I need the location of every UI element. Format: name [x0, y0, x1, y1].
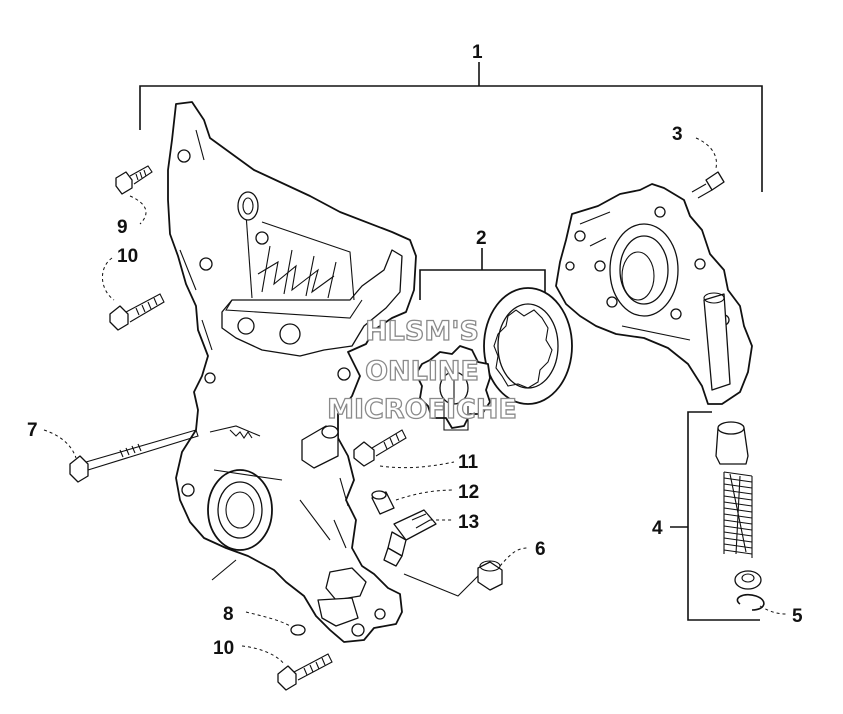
- callout-8: 8: [223, 604, 234, 625]
- bracket-assembly-4: [670, 411, 760, 621]
- plug-6: [403, 547, 529, 597]
- callout-10-upper: 10: [117, 246, 138, 267]
- snap-ring-5: [736, 593, 787, 615]
- watermark-line-2: ONLINE: [365, 356, 479, 387]
- watermark-line-1: HLSM'S: [365, 316, 479, 347]
- bolt-10-lower: [241, 645, 333, 691]
- callout-5: 5: [792, 606, 803, 627]
- bolt-9: [115, 165, 153, 225]
- bolt-7: [43, 429, 199, 483]
- timing-cover: [167, 101, 417, 643]
- callout-12: 12: [458, 482, 479, 503]
- dowel-12: [371, 489, 455, 515]
- bolt-11: [353, 429, 455, 469]
- callout-labels: 1 2 3 4 5 6 7 8 9 10 10 11 12 13: [27, 42, 803, 659]
- bracket-assembly-2: [419, 248, 546, 300]
- relief-valve-plunger: [715, 421, 749, 465]
- bolt-10-upper: [102, 257, 165, 331]
- callout-7: 7: [27, 420, 38, 441]
- callout-1: 1: [472, 42, 483, 63]
- callout-9: 9: [117, 217, 128, 238]
- callout-2: 2: [476, 228, 487, 249]
- bolt-3: [691, 137, 725, 199]
- callout-10-lower: 10: [213, 638, 234, 659]
- callout-6: 6: [535, 539, 546, 560]
- relief-valve-seat: [734, 570, 762, 590]
- oil-pump-cover: [555, 183, 753, 405]
- watermark: HLSM'S ONLINE MICROFICHE: [326, 315, 517, 425]
- callout-13: 13: [458, 512, 479, 533]
- oil-pump-rotors: [415, 287, 573, 431]
- sensor-13: [383, 509, 454, 567]
- watermark-line-3: MICROFICHE: [327, 394, 517, 425]
- bracket-assembly-1: [139, 62, 763, 192]
- relief-valve-spring: [723, 471, 753, 558]
- callout-4: 4: [652, 518, 663, 539]
- callout-11: 11: [458, 452, 479, 473]
- washer-8: [245, 611, 306, 636]
- callout-3: 3: [672, 124, 683, 145]
